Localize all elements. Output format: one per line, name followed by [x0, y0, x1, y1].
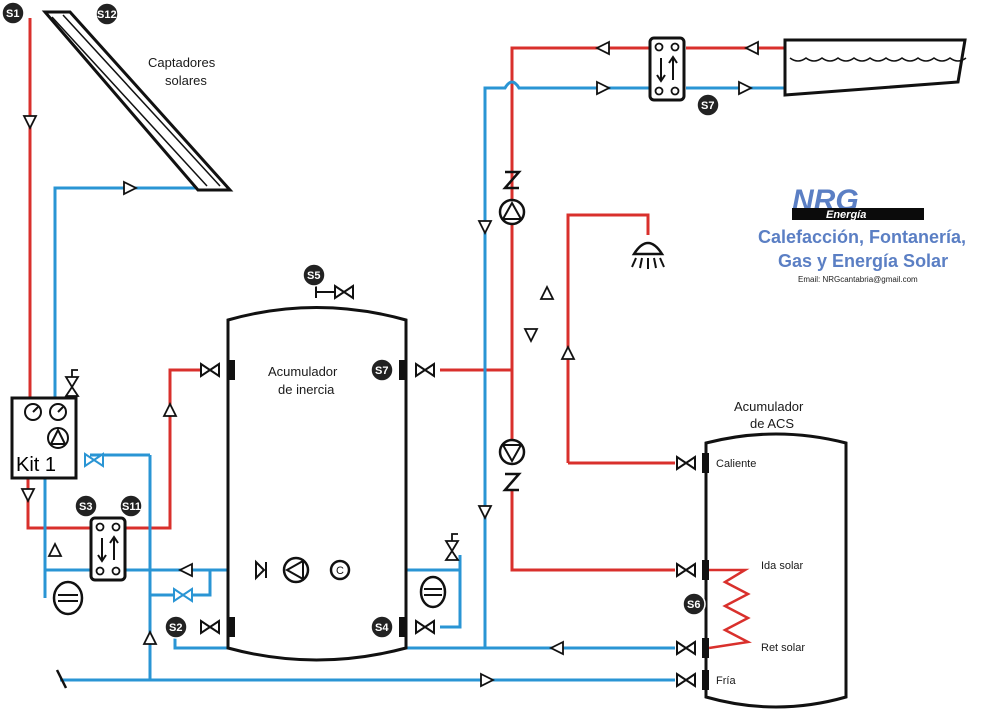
plate-heat-exchanger-icon	[648, 36, 686, 102]
brand-email: Email: NRGcantabria@gmail.com	[798, 275, 918, 284]
pool-icon	[783, 38, 967, 97]
ball-valve-icon[interactable]	[200, 363, 220, 377]
sensor-s12: S12	[95, 2, 119, 26]
sensor-s7-hx-label: S7	[701, 100, 714, 112]
kit-1-box	[10, 396, 78, 480]
safety-valve-icon	[64, 369, 80, 397]
inertia-label-1: Acumulador	[268, 364, 338, 379]
svg-text:C: C	[336, 565, 344, 577]
check-valve-icon	[502, 170, 522, 190]
sensor-s7-hx: S7	[696, 93, 720, 117]
expansion-vessel-icon	[43, 570, 84, 616]
hot-pipes	[26, 18, 785, 572]
sensor-s1: S1	[1, 1, 25, 25]
ball-valve-icon[interactable]	[676, 673, 696, 687]
sensor-s5: S5	[302, 263, 326, 287]
port	[228, 360, 235, 380]
sensor-s6-label: S6	[687, 599, 700, 611]
acs-label-1: Acumulador	[734, 399, 804, 414]
check-valve-icon	[255, 559, 267, 581]
inertia-label-2: de inercia	[278, 382, 335, 397]
shower-head-icon	[631, 241, 665, 269]
ball-valve-icon[interactable]	[415, 363, 435, 377]
ball-valve-icon[interactable]	[676, 563, 696, 577]
sensor-s7-tank-label: S7	[375, 365, 388, 377]
sensor-s1-label: S1	[6, 8, 19, 20]
port	[702, 670, 709, 690]
sensor-s3: S3	[74, 494, 98, 518]
port	[702, 560, 709, 580]
ball-valve-icon[interactable]	[676, 641, 696, 655]
port	[399, 617, 406, 637]
sensor-s6: S6	[682, 592, 706, 616]
inertia-tank	[226, 283, 408, 662]
ret-solar-label: Ret solar	[761, 642, 805, 654]
sensor-s2: S2	[164, 615, 188, 639]
circulator-pump-icon[interactable]	[282, 556, 310, 584]
sensor-s11: S11	[119, 494, 143, 518]
collectors-label-1: Captadores	[148, 55, 216, 70]
sensor-s11-label: S11	[122, 501, 141, 513]
circulator-pump-icon[interactable]	[498, 198, 526, 226]
drain-stub	[55, 669, 68, 689]
energy-meter-icon: C	[329, 559, 351, 581]
solar-coil-icon	[708, 568, 752, 650]
sensor-s12-label: S12	[97, 9, 117, 21]
fria-label: Fría	[716, 675, 736, 687]
brand-line-1: Calefacción, Fontanería,	[758, 227, 966, 247]
sensor-s2-label: S2	[169, 622, 182, 634]
cold-pipes	[43, 80, 785, 682]
ball-valve-icon[interactable]	[334, 285, 354, 299]
solar-collector	[41, 10, 234, 192]
sensor-s5-label: S5	[307, 270, 320, 282]
port	[228, 617, 235, 637]
brand-block: NRG Energía Calefacción, Fontanería, Gas…	[758, 184, 966, 284]
sensor-s7-tank: S7	[370, 358, 394, 382]
ball-valve-icon[interactable]	[200, 620, 220, 634]
kit-1-label: Kit 1	[16, 454, 56, 476]
ball-valve-icon[interactable]	[676, 456, 696, 470]
collectors-label-2: solares	[165, 73, 207, 88]
circulator-pump-icon[interactable]	[498, 438, 526, 466]
port	[702, 453, 709, 473]
expansion-vessel-icon	[419, 575, 447, 609]
check-valve-icon	[502, 472, 522, 492]
acs-label-2: de ACS	[750, 416, 794, 431]
sensor-s4: S4	[370, 615, 394, 639]
sensor-s4-label: S4	[375, 622, 389, 634]
port	[702, 638, 709, 658]
caliente-label: Caliente	[716, 458, 756, 470]
ball-valve-icon[interactable]	[415, 620, 435, 634]
port	[399, 360, 406, 380]
sensor-s3-label: S3	[79, 501, 92, 513]
ida-solar-label: Ida solar	[761, 560, 804, 572]
safety-valve-icon	[444, 533, 460, 561]
brand-sub: Energía	[826, 209, 866, 221]
plate-heat-exchanger-icon	[89, 516, 127, 582]
brand-line-2: Gas y Energía Solar	[778, 251, 948, 271]
ball-valve-icon[interactable]	[173, 588, 193, 602]
